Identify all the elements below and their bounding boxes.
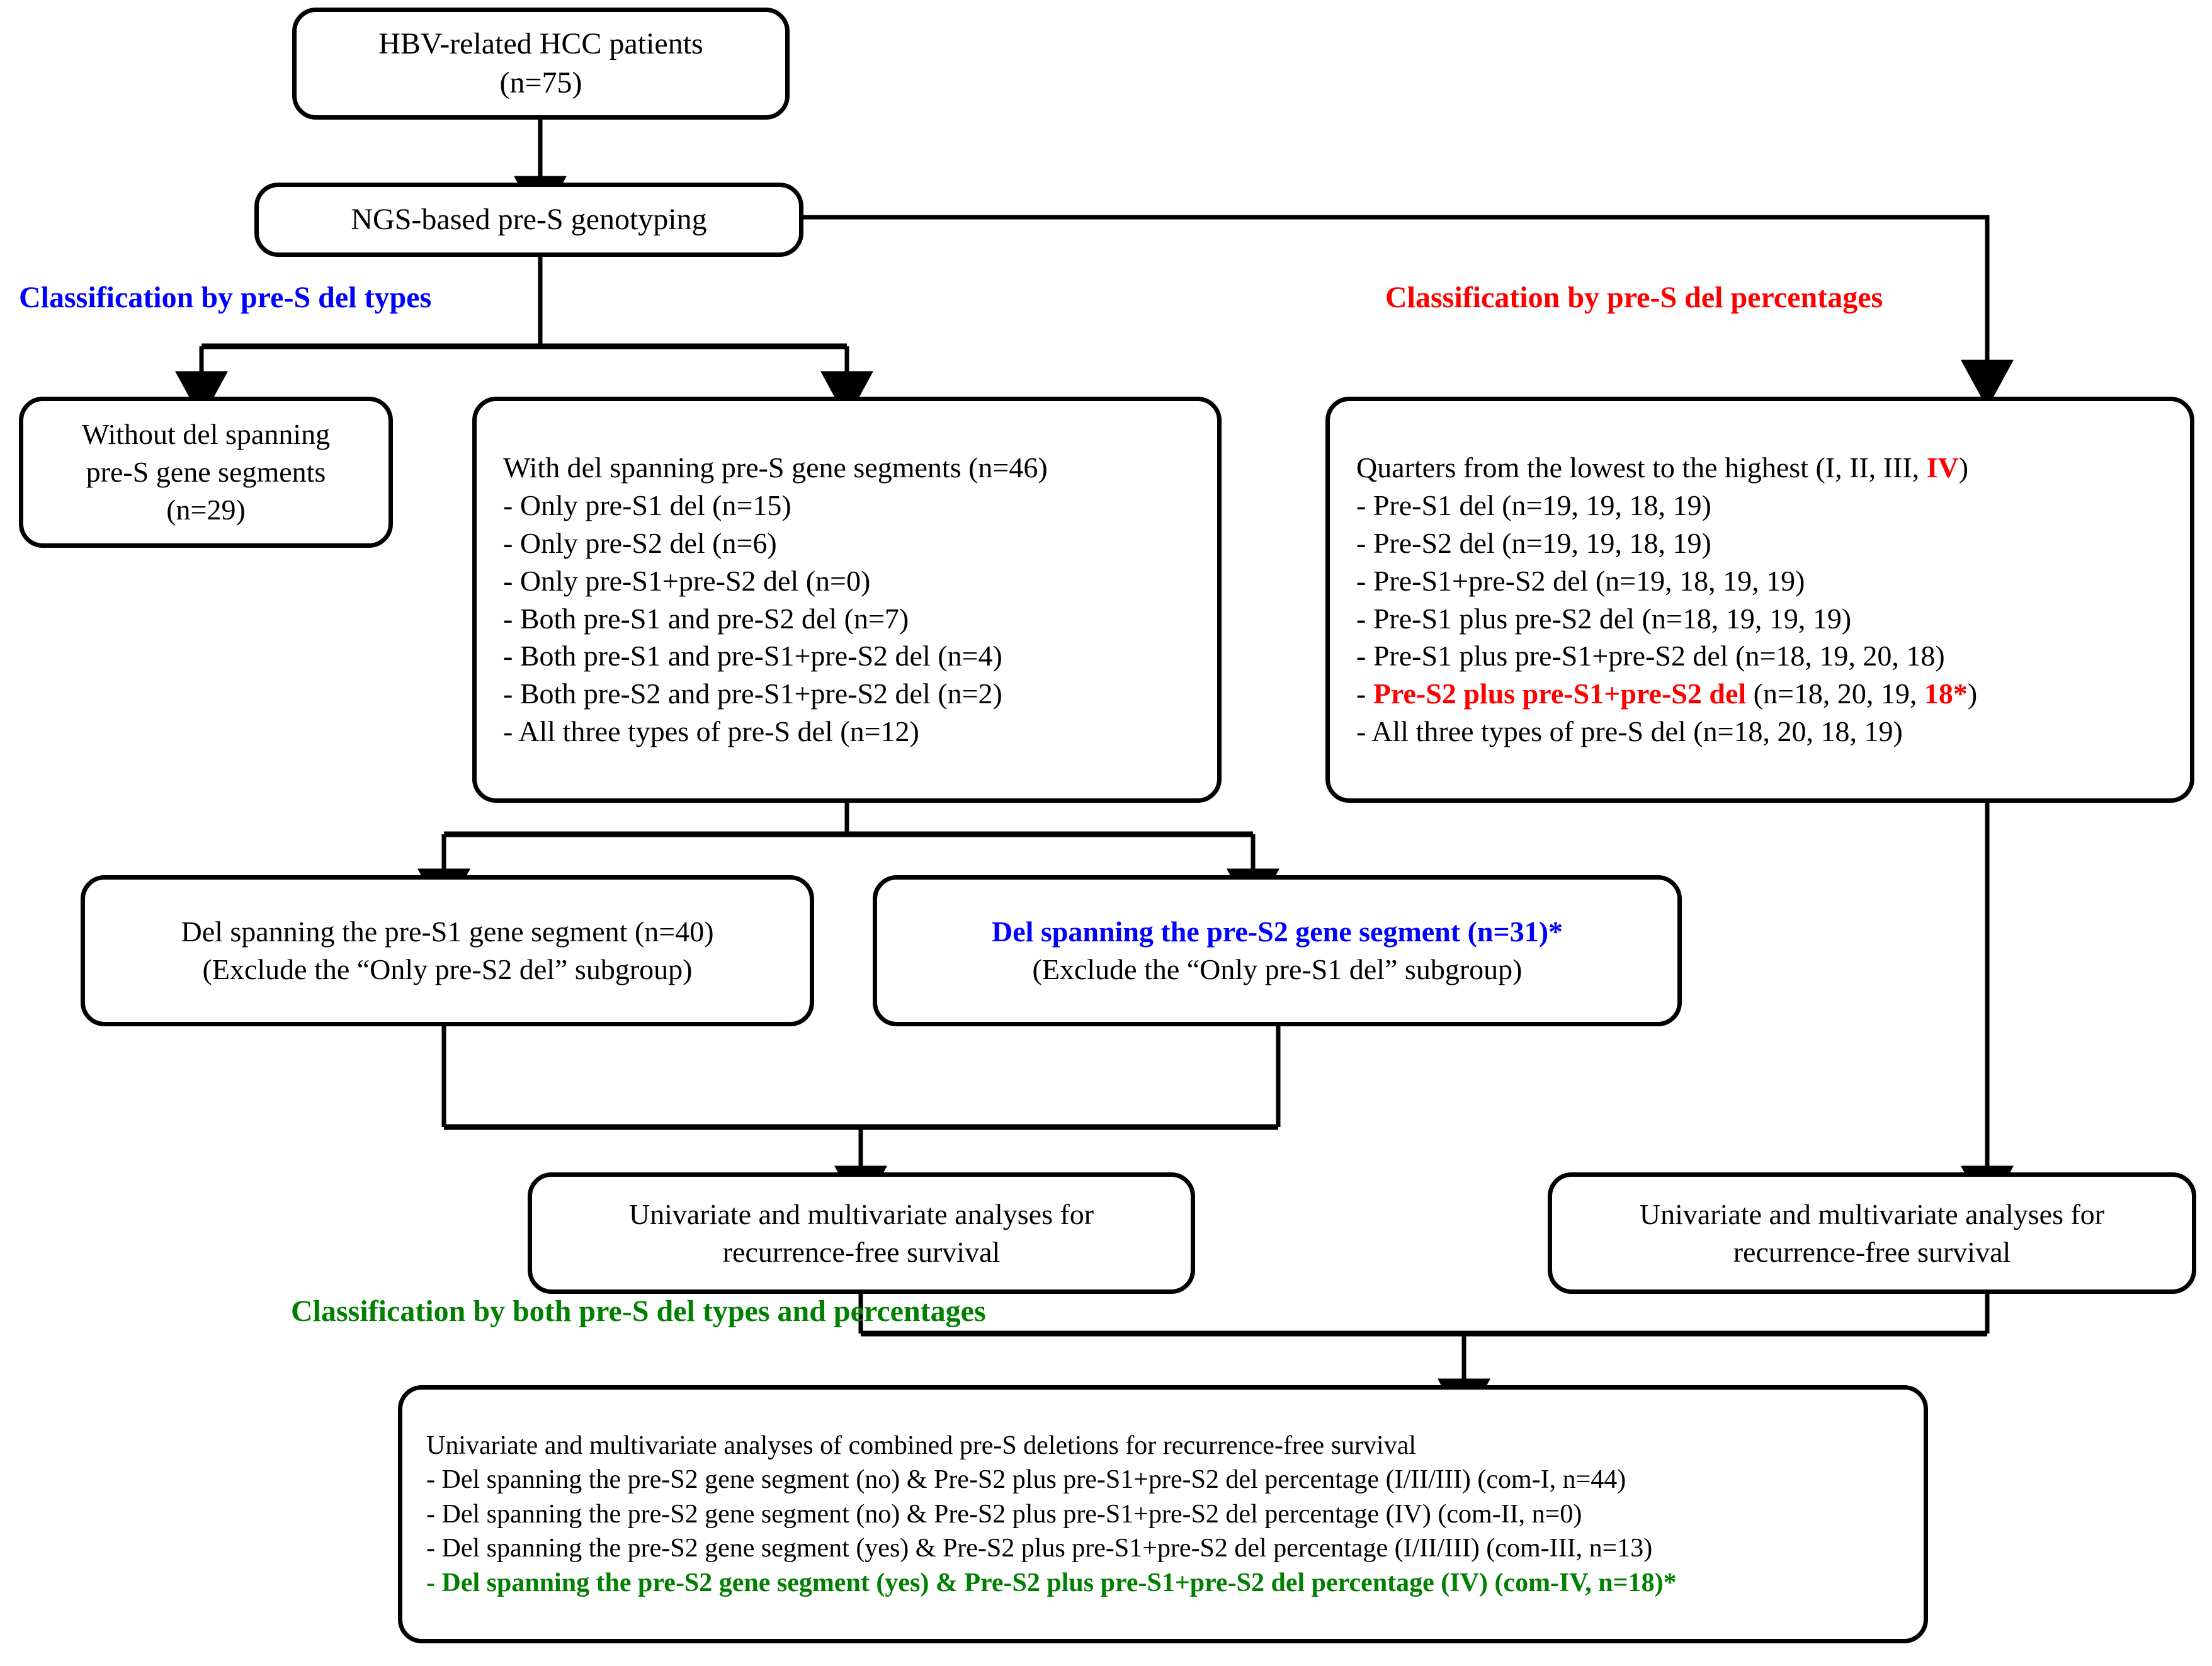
- node-del-pre-s2: Del spanning the pre-S2 gene segment (n=…: [873, 875, 1682, 1026]
- with-del-header: With del spanning pre-S gene segments (n…: [503, 451, 1048, 484]
- quarters-item-4: - Pre-S1 plus pre-S1+pre-S2 del (n=18, 1…: [1356, 640, 1945, 672]
- with-del-item-4: - Both pre-S1 and pre-S1+pre-S2 del (n=4…: [503, 640, 1002, 672]
- without-del-line3: (n=29): [166, 493, 246, 526]
- with-del-item-2: - Only pre-S1+pre-S2 del (n=0): [503, 564, 871, 597]
- quarters-item-last: - All three types of pre-S del (n=18, 20…: [1356, 715, 1903, 747]
- quarters-item-0: - Pre-S1 del (n=19, 19, 18, 19): [1356, 489, 1711, 522]
- label-classification-by-types: Classification by pre-S del types: [19, 281, 432, 314]
- del-pre-s2-line1: Del spanning the pre-S2 gene segment (n=…: [991, 915, 1563, 948]
- quarters-item-highlight: - Pre-S2 plus pre-S1+pre-S2 del (n=18, 2…: [1356, 675, 2171, 713]
- combined-item-0: - Del spanning the pre-S2 gene segment (…: [426, 1465, 1626, 1495]
- quarters-highlight-tail: 18*: [1924, 677, 1968, 710]
- quarters-header-prefix: Quarters from the lowest to the highest …: [1356, 451, 1927, 484]
- node-hbv-patients: HBV-related HCC patients (n=75): [292, 8, 790, 120]
- node-quarters: Quarters from the lowest to the highest …: [1325, 397, 2194, 803]
- with-del-item-1: - Only pre-S2 del (n=6): [503, 526, 777, 559]
- label-classification-by-percentages: Classification by pre-S del percentages: [1385, 281, 1883, 314]
- quarters-item-1: - Pre-S2 del (n=19, 19, 18, 19): [1356, 526, 1711, 559]
- node-analysis-right: Univariate and multivariate analyses for…: [1548, 1172, 2196, 1294]
- with-del-item-5: - Both pre-S2 and pre-S1+pre-S2 del (n=2…: [503, 677, 1002, 710]
- combined-item-highlight: - Del spanning the pre-S2 gene segment (…: [426, 1568, 1677, 1597]
- quarters-highlight-mid: (n=18, 20, 19,: [1746, 677, 1924, 710]
- quarters-item-2: - Pre-S1+pre-S2 del (n=19, 18, 19, 19): [1356, 564, 1805, 597]
- node-del-pre-s1: Del spanning the pre-S1 gene segment (n=…: [81, 875, 814, 1026]
- node-analysis-left: Univariate and multivariate analyses for…: [528, 1172, 1195, 1294]
- hbv-patients-line2: (n=75): [499, 66, 582, 99]
- quarters-item-3: - Pre-S1 plus pre-S2 del (n=18, 19, 19, …: [1356, 602, 1852, 635]
- del-pre-s2-line2: (Exclude the “Only pre-S1 del” subgroup): [1032, 953, 1523, 985]
- ngs-genotyping-label: NGS-based pre-S genotyping: [351, 202, 707, 236]
- analysis-left-line1: Univariate and multivariate analyses for: [628, 1198, 1094, 1230]
- combined-item-2: - Del spanning the pre-S2 gene segment (…: [426, 1534, 1653, 1563]
- hbv-patients-line1: HBV-related HCC patients: [378, 26, 703, 60]
- analysis-right-line1: Univariate and multivariate analyses for: [1639, 1198, 2105, 1230]
- combined-item-1: - Del spanning the pre-S2 gene segment (…: [426, 1499, 1582, 1529]
- del-pre-s1-line1: Del spanning the pre-S1 gene segment (n=…: [181, 915, 714, 948]
- analysis-left-line2: recurrence-free survival: [722, 1235, 1001, 1268]
- node-with-del: With del spanning pre-S gene segments (n…: [472, 397, 1222, 803]
- with-del-item-3: - Both pre-S1 and pre-S2 del (n=7): [503, 602, 909, 635]
- combined-header: Univariate and multivariate analyses of …: [426, 1431, 1417, 1460]
- node-without-del: Without del spanning pre-S gene segments…: [19, 397, 393, 548]
- node-combined-analyses: Univariate and multivariate analyses of …: [398, 1385, 1928, 1643]
- with-del-item-0: - Only pre-S1 del (n=15): [503, 489, 791, 522]
- quarters-highlight-dash: -: [1356, 677, 1373, 710]
- without-del-line2: pre-S gene segments: [86, 456, 326, 489]
- analysis-right-line2: recurrence-free survival: [1733, 1235, 2011, 1268]
- node-ngs-genotyping: NGS-based pre-S genotyping: [254, 183, 803, 257]
- quarters-header-suffix: ): [1958, 451, 1969, 484]
- quarters-header-highlight: IV: [1926, 451, 1959, 484]
- quarters-header: Quarters from the lowest to the highest …: [1356, 449, 2171, 487]
- without-del-line1: Without del spanning: [81, 418, 331, 451]
- quarters-highlight-end: ): [1967, 677, 1978, 710]
- label-classification-by-both: Classification by both pre-S del types a…: [291, 1295, 986, 1328]
- with-del-item-6: - All three types of pre-S del (n=12): [503, 715, 919, 747]
- quarters-highlight-red: Pre-S2 plus pre-S1+pre-S2 del: [1373, 677, 1747, 710]
- del-pre-s1-line2: (Exclude the “Only pre-S2 del” subgroup): [202, 953, 693, 985]
